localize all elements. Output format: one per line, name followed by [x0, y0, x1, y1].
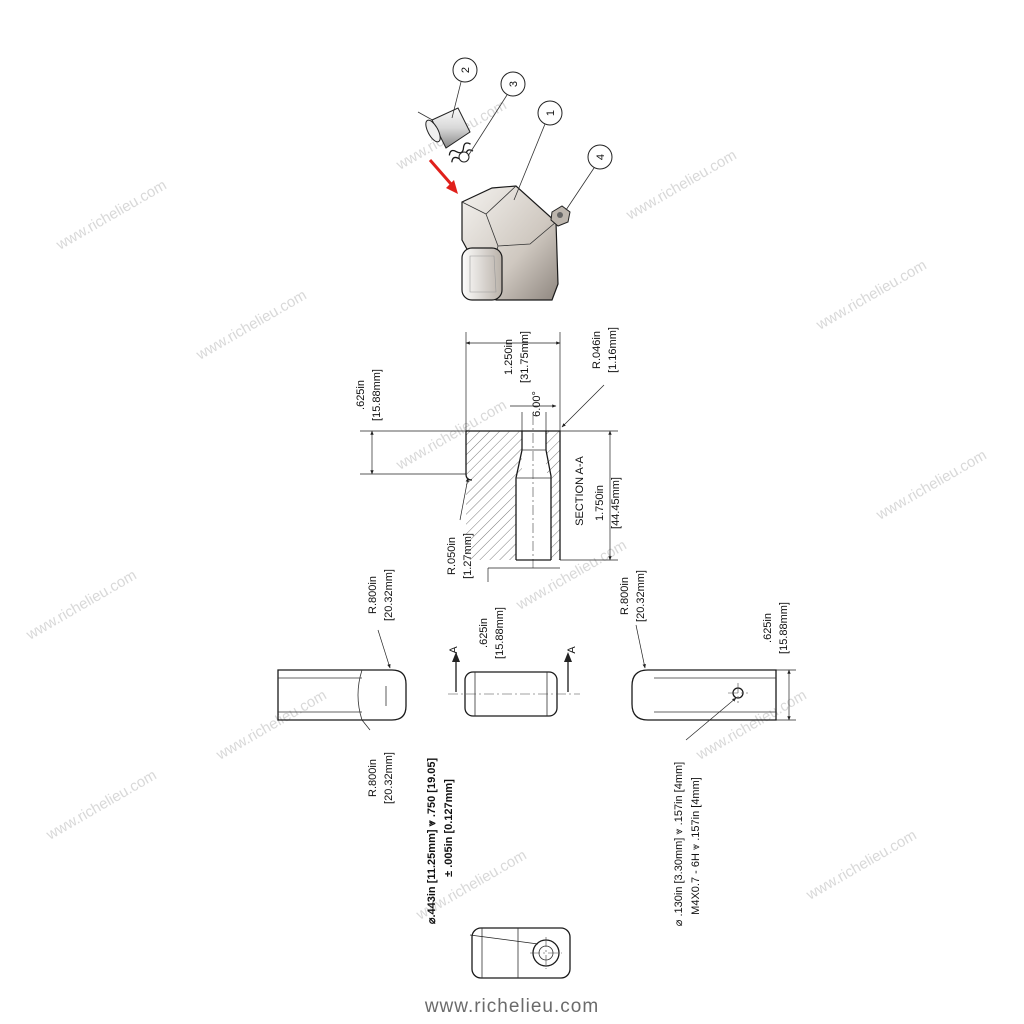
section-radius-top-in: R.046in: [591, 331, 603, 369]
bore-note-line2: ± .005in [0.127mm]: [443, 779, 455, 877]
balloon-2: 2: [451, 57, 478, 119]
left-radius-bottom-in: R.800in: [367, 759, 379, 797]
watermark: www.richelieu.com: [873, 447, 990, 524]
assembly-arrow: [428, 159, 458, 194]
part-3-spring: [448, 142, 474, 163]
section-length-mm: [44.45mm]: [610, 477, 622, 529]
balloon-2-label: 2: [460, 67, 472, 73]
left-radius-top-in: R.800in: [367, 576, 379, 614]
hole-note-line1: ⌀ .130in [3.30mm] ⩔ .157in [4mm]: [673, 762, 685, 926]
section-radius-top-mm: [1.16mm]: [607, 327, 619, 373]
right-height-in: .625in: [762, 613, 774, 643]
right-height-mm: [15.88mm]: [778, 602, 790, 654]
view-middle: A A .625in [15.88mm]: [448, 607, 580, 717]
balloon-4-label: 4: [595, 154, 607, 160]
watermark: www.richelieu.com: [513, 537, 630, 614]
section-marker-right: A: [566, 646, 578, 654]
watermark: www.richelieu.com: [803, 827, 920, 904]
left-radius-top-mm: [20.32mm]: [383, 569, 395, 621]
section-height-mm: [15.88mm]: [371, 369, 383, 421]
section-title: SECTION A-A: [574, 456, 586, 526]
watermark: www.richelieu.com: [693, 687, 810, 764]
watermark: www.richelieu.com: [813, 257, 930, 334]
section-radius-bottom-mm: [1.27mm]: [462, 533, 474, 579]
watermark: www.richelieu.com: [23, 567, 140, 644]
balloon-4: 4: [565, 144, 613, 211]
section-marker-left: A: [448, 646, 460, 654]
right-radius-in: R.800in: [619, 577, 631, 615]
middle-height-in: .625in: [478, 618, 490, 648]
notes: ⌀.443in [11.25mm] ⩔ .750 [19.05] ± .005i…: [426, 758, 702, 927]
section-angle: 6.00°: [531, 391, 543, 417]
part-2-pin: [417, 107, 471, 149]
part-1-body: [461, 185, 559, 301]
section-a-a: .625in [15.88mm] 1.250in [31.75mm] R.046…: [355, 327, 622, 582]
balloon-3-label: 3: [508, 81, 520, 87]
left-radius-bottom-mm: [20.32mm]: [383, 752, 395, 804]
watermark: www.richelieu.com: [193, 287, 310, 364]
watermark: www.richelieu.com: [623, 147, 740, 224]
footer-url[interactable]: www.richelieu.com: [424, 996, 600, 1017]
middle-height-mm: [15.88mm]: [494, 607, 506, 659]
watermark: www.richelieu.com: [213, 687, 330, 764]
section-width-mm: [31.75mm]: [519, 331, 531, 383]
section-length-in: 1.750in: [594, 485, 606, 521]
view-bottom-end: [469, 927, 571, 979]
balloon-3: 3: [467, 71, 526, 157]
exploded-view: 2 3 1 4: [417, 57, 613, 301]
section-radius-bottom-in: R.050in: [446, 537, 458, 575]
part-4-set-screw: [550, 205, 571, 227]
hole-note-line2: M4X0.7 - 6H ⩔ .157in [4mm]: [690, 777, 702, 915]
bore-note-line1: ⌀.443in [11.25mm] ⩔ .750 [19.05]: [426, 758, 438, 925]
section-width-in: 1.250in: [503, 339, 515, 375]
balloon-1: 1: [513, 100, 563, 201]
watermark: www.richelieu.com: [43, 767, 160, 844]
section-height-in: .625in: [355, 380, 367, 410]
view-right: R.800in [20.32mm] .625in [15.88mm]: [619, 570, 796, 741]
balloon-1-label: 1: [545, 110, 557, 116]
right-radius-mm: [20.32mm]: [635, 570, 647, 622]
watermark: www.richelieu.com: [53, 177, 170, 254]
view-left: R.800in [20.32mm] R.800in [20.32mm]: [277, 569, 407, 804]
